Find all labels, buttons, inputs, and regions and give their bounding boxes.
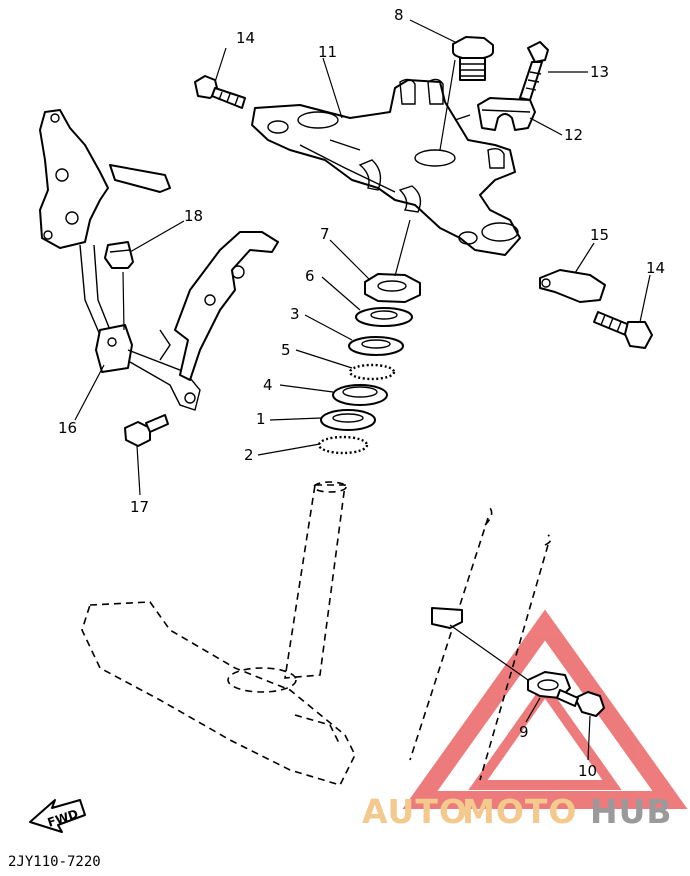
watermark-text: AUTO MOTO HUB [362, 792, 673, 831]
callout-13: 13 [590, 63, 609, 81]
fork-guide-tab [431, 607, 529, 681]
callout-1: 1 [256, 410, 266, 428]
fwd-arrow-icon: FWD [29, 799, 86, 833]
callout-14b: 14 [646, 259, 665, 277]
upper-bracket [251, 78, 521, 256]
callout-15: 15 [590, 226, 609, 244]
callout-11: 11 [318, 43, 337, 61]
bearing-race-4 [332, 384, 388, 406]
callout-16: 16 [58, 419, 77, 437]
leader-lines [74, 19, 651, 761]
bearing-race-1 [320, 409, 376, 431]
callout-labels: 14 11 8 13 12 15 14 7 6 3 5 4 1 2 18 16 … [58, 6, 665, 780]
callout-4: 4 [263, 376, 273, 394]
callout-18: 18 [184, 207, 203, 225]
ball-bearing-2 [317, 435, 369, 455]
ball-bearing-5 [348, 363, 396, 381]
callout-6: 6 [305, 267, 315, 285]
callout-2: 2 [244, 446, 254, 464]
handlebar-holder [477, 97, 536, 131]
bearing-race-3 [348, 336, 404, 356]
callout-3: 3 [290, 305, 300, 323]
bolt-10 [556, 689, 605, 717]
drawing-code: 2JY110-7220 [8, 854, 101, 870]
callout-12: 12 [564, 126, 583, 144]
watermark-part-a: AUTO [362, 792, 468, 831]
callout-8: 8 [394, 6, 404, 24]
rubber-washer-6 [355, 307, 413, 327]
watermark-part-c: HUB [590, 792, 673, 831]
ring-nut-7 [364, 273, 421, 303]
headlight-bracket [39, 109, 279, 411]
handlebar-bolt-13 [519, 41, 549, 101]
callout-17: 17 [130, 498, 149, 516]
bolt-14-left [194, 75, 246, 109]
fork-tube [409, 507, 552, 781]
bolt-14-right [593, 311, 653, 349]
watermark-part-b: MOTO [462, 792, 577, 831]
grommet-18 [104, 241, 134, 269]
callout-9: 9 [519, 723, 529, 741]
steering-stem-lower-bracket [81, 481, 356, 786]
bolt-17 [124, 414, 169, 447]
clamp-15 [539, 269, 606, 303]
watermark-triangle-logo [402, 609, 688, 809]
crown-bolt [452, 36, 494, 81]
callout-5: 5 [281, 341, 291, 359]
callout-14a: 14 [236, 29, 255, 47]
callout-7: 7 [320, 225, 330, 243]
callout-10: 10 [578, 762, 597, 780]
